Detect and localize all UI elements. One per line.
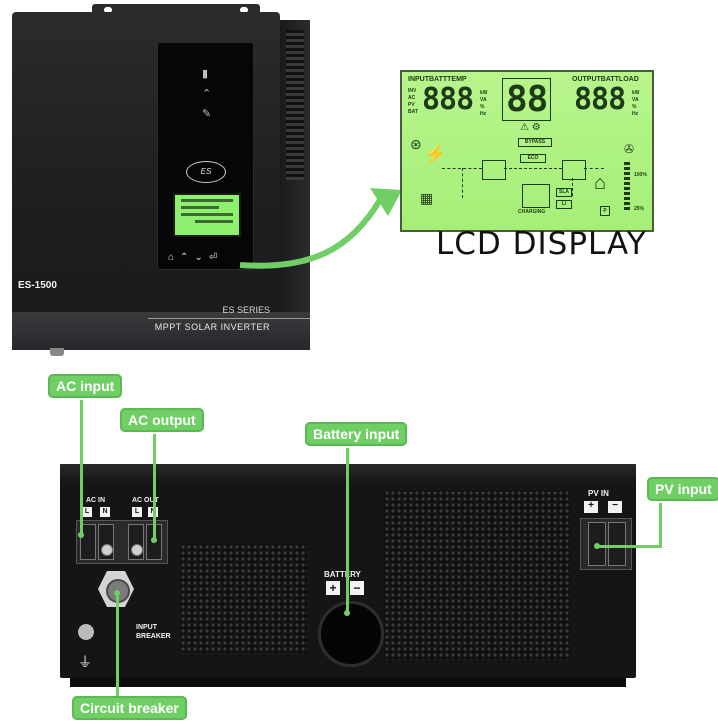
lcd-title: LCD DISPLAY: [436, 226, 647, 262]
ac-in-n: N: [100, 507, 110, 517]
side-vents: [286, 30, 304, 180]
enter-icon[interactable]: ⏎: [208, 252, 218, 263]
lcd-charging: CHARGING: [518, 209, 546, 215]
home-load-icon: ⌂: [594, 172, 607, 194]
flow-line: [504, 168, 562, 169]
callout-line: [598, 545, 662, 548]
ac-in-l-terminal[interactable]: [80, 524, 96, 560]
flow-line: [584, 168, 604, 169]
callout-dot: [151, 537, 157, 543]
lcd-battery-icon: [522, 184, 550, 208]
battery-label: BATTERY: [324, 570, 361, 579]
ground-icon: ⏚: [78, 654, 92, 670]
mount-hole: [240, 7, 248, 13]
ac-in-label: AC IN: [86, 497, 106, 504]
callout-line: [659, 503, 662, 547]
button-row: ⌂ ⌃ ⌄ ⏎: [168, 247, 223, 265]
load-level-bar: [624, 162, 630, 212]
lcd-li: Li: [556, 200, 572, 209]
breaker-label: INPUT BREAKER: [136, 624, 171, 640]
mini-lcd: [173, 193, 241, 237]
callout-line: [80, 400, 83, 535]
flow-line: [572, 178, 573, 196]
up-icon[interactable]: ⌃: [180, 252, 189, 263]
back-base: [70, 677, 626, 687]
warning-icons: ⚠ ⚙: [520, 122, 541, 133]
vent-mesh-right: [384, 490, 570, 660]
model-label: ES-1500: [18, 280, 57, 291]
callout-dot: [594, 543, 600, 549]
brand-logo: ES: [186, 161, 226, 183]
lcd-digits-center: 88: [502, 78, 552, 121]
callout-line: [346, 448, 349, 613]
lcd-sla: SLA: [556, 188, 572, 197]
callout-circuit-breaker: Circuit breaker: [72, 696, 187, 720]
lcd-p: P: [600, 206, 610, 216]
pv-minus: −: [608, 501, 622, 513]
callout-line: [153, 434, 156, 540]
callout-line: [116, 595, 119, 696]
callout-ac-output: AC output: [120, 408, 204, 432]
generator-icon: ⊛: [410, 136, 422, 152]
lcd-output-label: OUTPUTBATTLOAD: [572, 76, 639, 83]
callout-dot: [344, 610, 350, 616]
lcd-eco: ECO: [520, 154, 546, 163]
inverter-foot: [50, 348, 64, 356]
fault-icon: ✎: [202, 108, 212, 120]
fan-icon: ✇: [624, 142, 635, 156]
callout-battery-input: Battery input: [305, 422, 408, 446]
ac-out-label: AC OUT: [132, 497, 159, 504]
inverter-icon: ⌃: [202, 88, 212, 100]
product-label: MPPT SOLAR INVERTER: [154, 322, 270, 332]
lcd-pct-100: 100%: [634, 172, 647, 178]
lcd-bypass: BYPASS: [518, 138, 552, 147]
flow-line: [462, 168, 463, 198]
home-icon[interactable]: ⌂: [168, 252, 175, 263]
lcd-pct-25: 25%: [634, 206, 645, 212]
battery-plus: +: [326, 581, 340, 595]
down-icon[interactable]: ⌄: [194, 252, 203, 263]
terminal-screw: [101, 544, 113, 556]
battery-icon: ▮: [202, 68, 209, 80]
ac-out-l: L: [132, 507, 142, 517]
series-label: ES SERIES: [222, 305, 270, 315]
vent-mesh-left: [180, 544, 308, 654]
mount-hole: [104, 7, 112, 13]
pv-in-label: PV IN: [588, 489, 609, 498]
lcd-inverter-box: [562, 160, 586, 180]
pv-minus-terminal[interactable]: [608, 522, 626, 566]
callout-ac-input: AC input: [48, 374, 123, 398]
ground-screw: [78, 624, 94, 640]
lcd-charger-box: [482, 160, 506, 180]
callout-dot: [78, 532, 84, 538]
lcd-digits-right: 888: [574, 82, 626, 117]
lcd-digits-left: 888: [422, 82, 474, 117]
ac-in-l: L: [82, 507, 92, 517]
callout-pv-input: PV input: [647, 477, 718, 501]
battery-cable-port[interactable]: [318, 601, 384, 667]
terminal-screw: [131, 544, 143, 556]
label-divider: [148, 318, 310, 319]
callout-dot: [114, 590, 120, 596]
battery-minus: −: [350, 581, 364, 595]
solar-panel-icon: ▦: [420, 190, 434, 206]
ac-tower-icon: ⚡: [424, 144, 447, 164]
control-panel: ▮ ⌃ ✎ ES ⌂ ⌃ ⌄ ⏎: [157, 42, 254, 270]
lcd-input-label: INPUTBATTTEMP: [408, 76, 467, 83]
pv-plus: +: [584, 501, 598, 513]
pointer-arrow: [239, 188, 402, 269]
